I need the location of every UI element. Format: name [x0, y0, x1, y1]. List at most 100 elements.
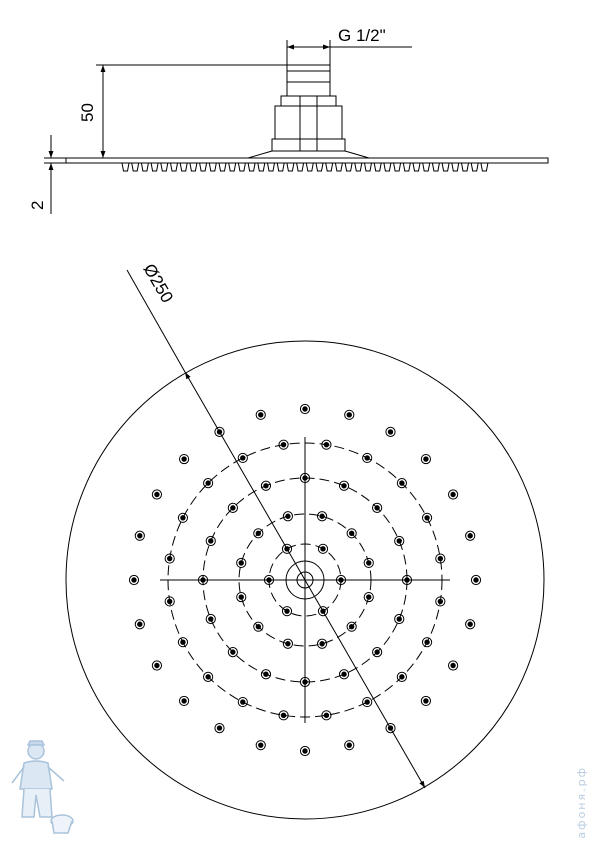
nozzle-bump: [315, 162, 324, 172]
diameter-label: Ø250: [140, 261, 177, 307]
nozzle-icon: [164, 553, 175, 564]
nozzle-icon: [316, 638, 328, 649]
nozzle-icon: [465, 530, 476, 541]
nozzle-icon: [435, 553, 446, 564]
diameter-dimension: [126, 269, 426, 789]
nozzle-bump: [267, 162, 275, 172]
nozzle-icon: [344, 740, 355, 751]
nozzle-bump: [160, 162, 169, 172]
nozzle-icon: [470, 574, 482, 586]
nozzle-icon: [214, 722, 225, 734]
thread-dimension: [286, 40, 412, 65]
nozzle-icon: [396, 478, 407, 489]
nozzle-bump: [179, 162, 188, 172]
nozzle-icon: [447, 489, 459, 500]
nozzle-icon: [255, 740, 266, 751]
nozzle-bump: [140, 162, 149, 172]
nozzle-icon: [281, 606, 293, 617]
nozzle-icon: [236, 557, 247, 569]
nozzle-icon: [237, 696, 248, 708]
nozzle-icon: [177, 512, 189, 523]
thickness-label: 2: [28, 201, 47, 210]
thread-body: [286, 70, 331, 97]
nozzle-bump: [218, 162, 227, 172]
nozzle-icon: [253, 621, 264, 632]
nozzle-icon: [278, 439, 289, 450]
nozzle-icon: [372, 502, 383, 513]
nozzle-bump: [189, 162, 198, 172]
nozzle-icon: [253, 528, 264, 539]
nozzle-icon: [164, 596, 175, 607]
nozzle-bump: [422, 162, 431, 172]
nozzle-icon: [420, 695, 432, 707]
nozzle-bump: [402, 162, 411, 172]
nozzle-bump: [150, 162, 159, 172]
nozzle-bump: [461, 162, 469, 172]
nozzle-bump: [325, 162, 334, 172]
nozzle-icon: [346, 621, 357, 632]
nozzle-icon: [236, 591, 247, 603]
nozzle-icon: [363, 591, 374, 603]
nozzle-icon: [282, 638, 294, 649]
nozzle-icon: [362, 696, 373, 708]
nozzle-bump: [412, 162, 421, 172]
base-taper: [247, 150, 370, 159]
nozzle-bump: [441, 162, 450, 172]
thickness-dimension: [44, 135, 66, 214]
nozzle-icon: [362, 452, 373, 464]
nozzle-icon: [344, 409, 355, 420]
nozzle-icon: [151, 489, 163, 500]
nozzle-icon: [338, 480, 350, 491]
nozzle-row: [121, 162, 489, 172]
height-label: 50: [78, 103, 97, 122]
nozzle-icon: [178, 695, 190, 707]
nozzle-icon: [260, 669, 272, 680]
nozzle-icon: [128, 574, 140, 586]
nozzle-icon: [227, 647, 238, 658]
nozzle-bump: [431, 162, 440, 172]
nozzle-bump: [228, 162, 237, 172]
nozzle-bump: [364, 162, 372, 172]
nozzle-bump: [470, 162, 479, 172]
nozzle-bump: [286, 162, 295, 172]
nozzle-icon: [435, 596, 446, 607]
neck: [274, 105, 343, 140]
nozzle-bump: [451, 162, 460, 172]
nozzle-bump: [480, 162, 489, 172]
nozzle-bump: [199, 162, 208, 172]
nozzle-icon: [177, 637, 189, 648]
nozzle-bump: [344, 162, 353, 172]
nozzle-icon: [363, 557, 374, 569]
nozzle-icon: [151, 660, 163, 671]
nozzle-icon: [316, 511, 328, 522]
nozzle-bump: [393, 162, 402, 172]
nozzle-bump: [131, 162, 140, 172]
nozzle-icon: [317, 543, 329, 554]
nozzle-icon: [372, 647, 383, 658]
nozzle-bump: [296, 162, 305, 172]
nozzle-bump: [383, 162, 392, 172]
nozzle-bump: [170, 162, 178, 172]
nozzle-bump: [334, 162, 343, 172]
nozzle-icon: [203, 478, 214, 489]
nozzle-bump: [257, 162, 266, 172]
nozzle-icon: [447, 660, 459, 671]
nozzle-bump: [121, 162, 130, 172]
nut-hex: [280, 95, 337, 107]
nozzle-icon: [299, 745, 311, 757]
nozzle-icon: [396, 671, 407, 682]
nozzle-icon: [134, 619, 145, 630]
nozzle-icon: [338, 669, 350, 680]
nozzle-icon: [255, 409, 266, 420]
side-view: [65, 64, 549, 172]
nozzle-icon: [227, 502, 238, 513]
nozzle-icon: [465, 619, 476, 630]
nozzle-bump: [276, 162, 285, 172]
nozzle-icon: [282, 511, 294, 522]
nozzle-icon: [260, 480, 272, 491]
nozzle-icon: [394, 613, 405, 625]
plumber-mascot-icon: [11, 740, 74, 834]
plate-side: [65, 157, 549, 164]
nozzle-bump: [208, 162, 217, 172]
